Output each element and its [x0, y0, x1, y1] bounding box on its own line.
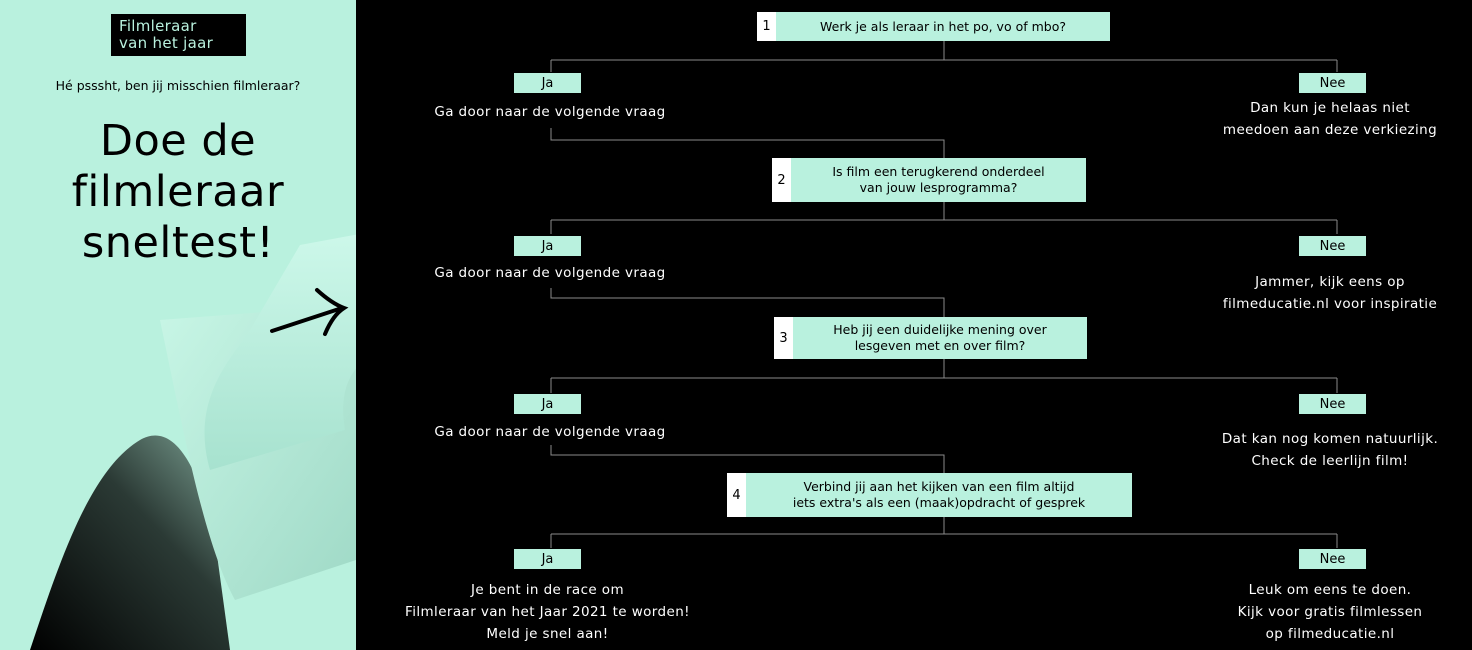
question-3-line-2: lesgeven met en over film?: [854, 338, 1026, 353]
question-2-line-2: van jouw lesprogramma?: [859, 180, 1018, 195]
question-3-box: 3 Heb jij een duidelijke mening over les…: [774, 317, 1087, 359]
headline-line-2: filmleraar: [71, 167, 285, 217]
question-4-no-line-1: Leuk om eens te doen.: [1248, 582, 1412, 598]
question-2-no-outcome: Jammer, kijk eens op filmeducatie.nl voo…: [1180, 271, 1472, 315]
headline-line-1: Doe de: [99, 116, 257, 166]
logo-line-2: van het jaar: [119, 34, 214, 52]
logo: Filmleraar van het jaar: [111, 14, 246, 56]
question-2-yes-tag: Ja: [514, 236, 581, 256]
question-4-text: Verbind jij aan het kijken van een film …: [746, 473, 1132, 517]
question-3-text: Heb jij een duidelijke mening over lesge…: [793, 317, 1087, 359]
question-4-no-tag: Nee: [1299, 549, 1366, 569]
question-3-no-line-1: Dat kan nog komen natuurlijk.: [1221, 431, 1439, 447]
question-2-no-line-2: filmeducatie.nl voor inspiratie: [1222, 296, 1438, 312]
question-3-yes-line-1: Ga door naar de volgende vraag: [434, 424, 666, 440]
question-3-no-outcome: Dat kan nog komen natuurlijk. Check de l…: [1170, 428, 1472, 472]
question-3-yes-tag: Ja: [514, 394, 581, 414]
teaser-text: Hé psssht, ben jij misschien filmleraar?: [55, 78, 301, 93]
intro-panel: Filmleraar van het jaar Hé psssht, ben j…: [0, 0, 356, 650]
question-4-yes-line-3: Meld je snel aan!: [486, 626, 609, 642]
question-4-yes-tag: Ja: [514, 549, 581, 569]
question-3-line-1: Heb jij een duidelijke mening over: [833, 322, 1047, 337]
question-4-yes-line-2: Filmleraar van het Jaar 2021 te worden!: [405, 604, 690, 620]
question-1-no-line-1: Dan kun je helaas niet: [1250, 100, 1410, 116]
question-1-text: Werk je als leraar in het po, vo of mbo?: [776, 12, 1110, 41]
ribbon-graphic: [30, 234, 356, 650]
question-2-box: 2 Is film een terugkerend onderdeel van …: [772, 158, 1086, 202]
question-4-no-outcome: Leuk om eens te doen. Kijk voor gratis f…: [1180, 579, 1472, 645]
question-1-yes-line-1: Ga door naar de volgende vraag: [434, 104, 666, 120]
question-4-line-1: Verbind jij aan het kijken van een film …: [803, 479, 1075, 494]
question-1-yes-outcome: Ga door naar de volgende vraag: [380, 101, 720, 123]
arrow-icon: [270, 288, 349, 336]
question-3-no-line-2: Check de leerlijn film!: [1251, 453, 1409, 469]
question-2-text: Is film een terugkerend onderdeel van jo…: [791, 158, 1086, 202]
question-2-number: 2: [772, 158, 791, 202]
question-4-no-line-2: Kijk voor gratis filmlessen: [1237, 604, 1423, 620]
question-1-no-tag: Nee: [1299, 73, 1366, 93]
question-3-number: 3: [774, 317, 793, 359]
ribbon-shadow-band: [30, 435, 230, 650]
question-1-box: 1 Werk je als leraar in het po, vo of mb…: [757, 12, 1110, 41]
question-1-no-outcome: Dan kun je helaas niet meedoen aan deze …: [1180, 97, 1472, 141]
question-1-line-1: Werk je als leraar in het po, vo of mbo?: [820, 18, 1066, 34]
question-2-yes-outcome: Ga door naar de volgende vraag: [380, 262, 720, 284]
question-4-box: 4 Verbind jij aan het kijken van een fil…: [727, 473, 1132, 517]
question-1-yes-tag: Ja: [514, 73, 581, 93]
headline: Doe de filmleraar sneltest!: [0, 116, 356, 269]
question-3-no-tag: Nee: [1299, 394, 1366, 414]
question-4-yes-outcome: Je bent in de race om Filmleraar van het…: [345, 579, 750, 645]
question-4-number: 4: [727, 473, 746, 517]
question-4-no-line-3: op filmeducatie.nl: [1265, 626, 1395, 642]
question-1-number: 1: [757, 12, 776, 41]
question-2-no-tag: Nee: [1299, 236, 1366, 256]
question-2-no-line-1: Jammer, kijk eens op: [1255, 274, 1405, 290]
headline-line-3: sneltest!: [81, 218, 275, 268]
logo-line-1: Filmleraar: [119, 17, 197, 35]
question-3-yes-outcome: Ga door naar de volgende vraag: [380, 421, 720, 443]
question-4-yes-line-1: Je bent in de race om: [470, 582, 624, 598]
question-2-yes-line-1: Ga door naar de volgende vraag: [434, 265, 666, 281]
question-4-line-2: iets extra's als een (maak)opdracht of g…: [792, 495, 1086, 510]
question-1-no-line-2: meedoen aan deze verkiezing: [1222, 122, 1438, 138]
question-2-line-1: Is film een terugkerend onderdeel: [832, 164, 1045, 179]
